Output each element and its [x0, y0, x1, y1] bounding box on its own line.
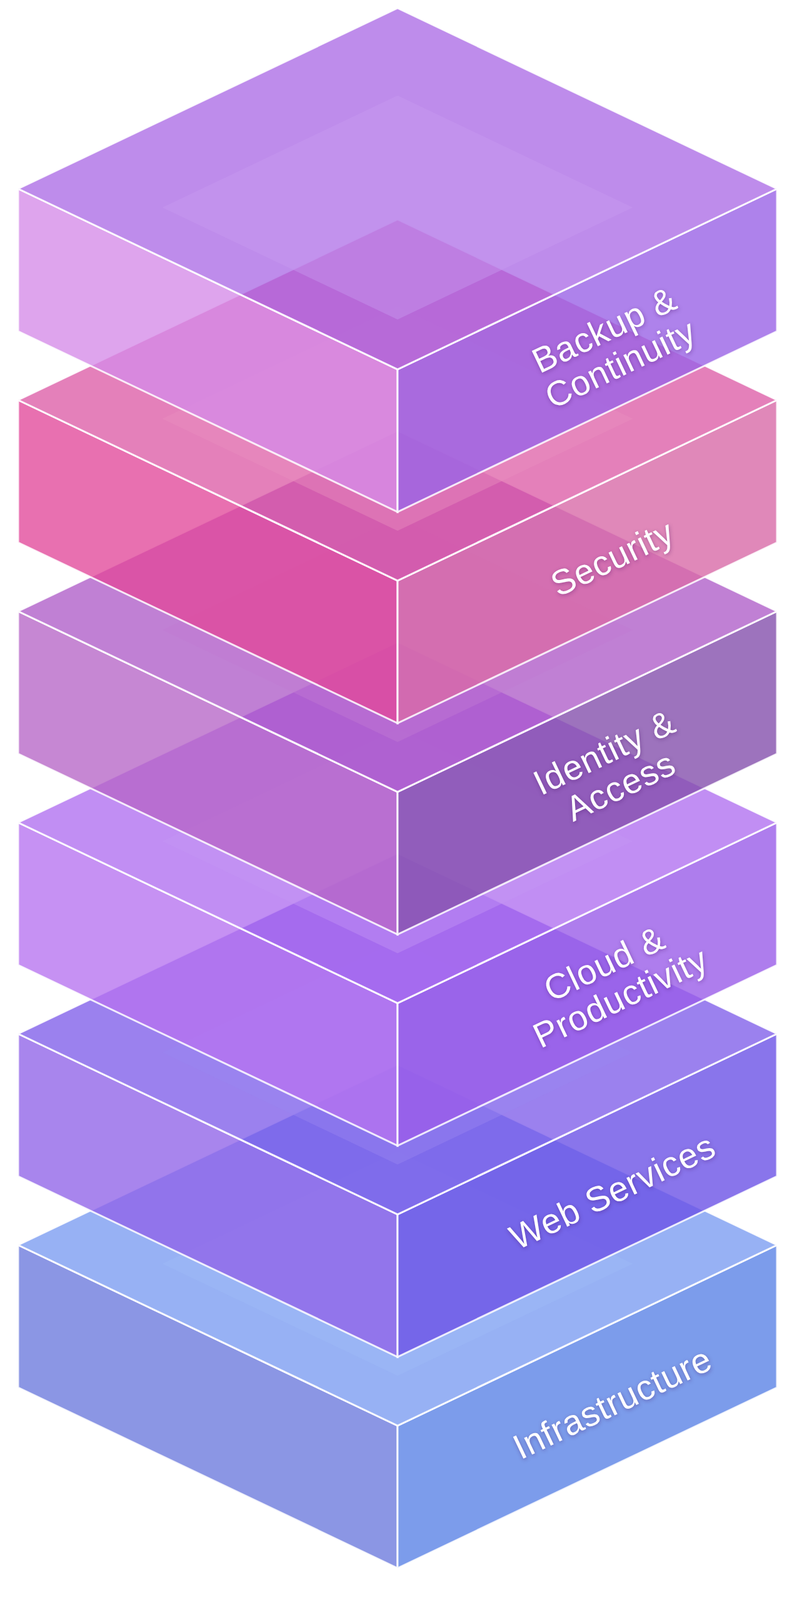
slab-faces	[18, 8, 777, 512]
layer-slab	[18, 8, 777, 512]
stack-layer: Backup & Continuity	[18, 8, 777, 512]
top-highlight	[162, 95, 634, 320]
